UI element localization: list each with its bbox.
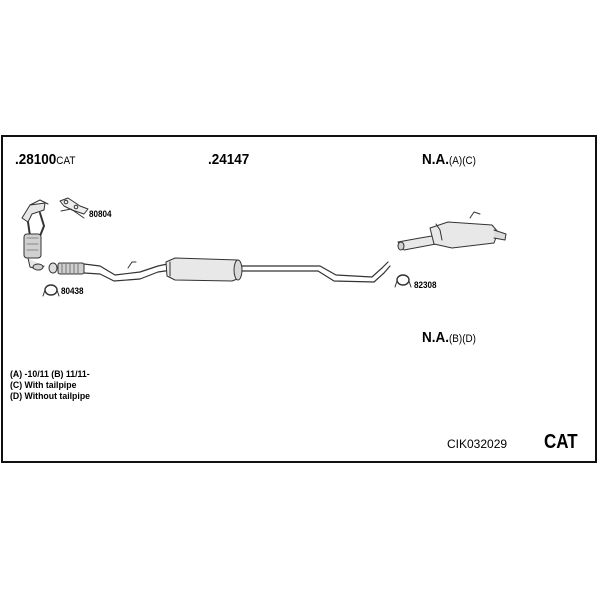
- kit-code: CIK032029: [447, 437, 508, 451]
- intermediate-pipe: [241, 261, 391, 283]
- part-number: N.A.: [422, 329, 449, 346]
- front-pipe: [83, 262, 173, 282]
- label-dot: .: [208, 151, 212, 168]
- label-dot: .: [15, 151, 19, 168]
- clamp-part-80438: [42, 284, 60, 297]
- part-label-na-ac: N.A.(A)(C): [422, 152, 476, 167]
- part-suffix: CAT: [56, 155, 76, 167]
- part-label-na-bd: N.A.(B)(D): [422, 330, 476, 345]
- part-number: 24147: [211, 151, 250, 168]
- notes-legend: (A) -10/11 (B) 11/11- (C) With tailpipe …: [10, 369, 90, 402]
- note-line: (A) -10/11 (B) 11/11-: [10, 369, 90, 380]
- gasket-part: [59, 197, 89, 219]
- hardware-label-82308: 82308: [414, 280, 437, 290]
- part-suffix: (A)(C): [449, 155, 476, 167]
- diagram-frame: [1, 135, 597, 463]
- part-number: N.A.: [422, 151, 449, 168]
- flex-pipe-part: [48, 262, 85, 275]
- note-line: (D) Without tailpipe: [10, 391, 91, 402]
- hardware-label-80438: 80438: [61, 286, 84, 296]
- center-muffler-part: [165, 257, 243, 282]
- hanger-bracket: [127, 261, 137, 269]
- clamp-part-82308: [394, 274, 412, 288]
- part-number: 28100: [18, 151, 57, 168]
- part-label-28100: .28100CAT: [15, 152, 75, 167]
- rear-muffler-part: [397, 211, 507, 251]
- hardware-label-80804: 80804: [89, 209, 112, 219]
- catalytic-converter-part: [21, 199, 49, 271]
- kit-type: CAT: [544, 431, 578, 453]
- note-line: (C) With tailpipe: [10, 380, 77, 391]
- part-suffix: (B)(D): [449, 333, 476, 345]
- part-label-24147: .24147: [208, 152, 249, 167]
